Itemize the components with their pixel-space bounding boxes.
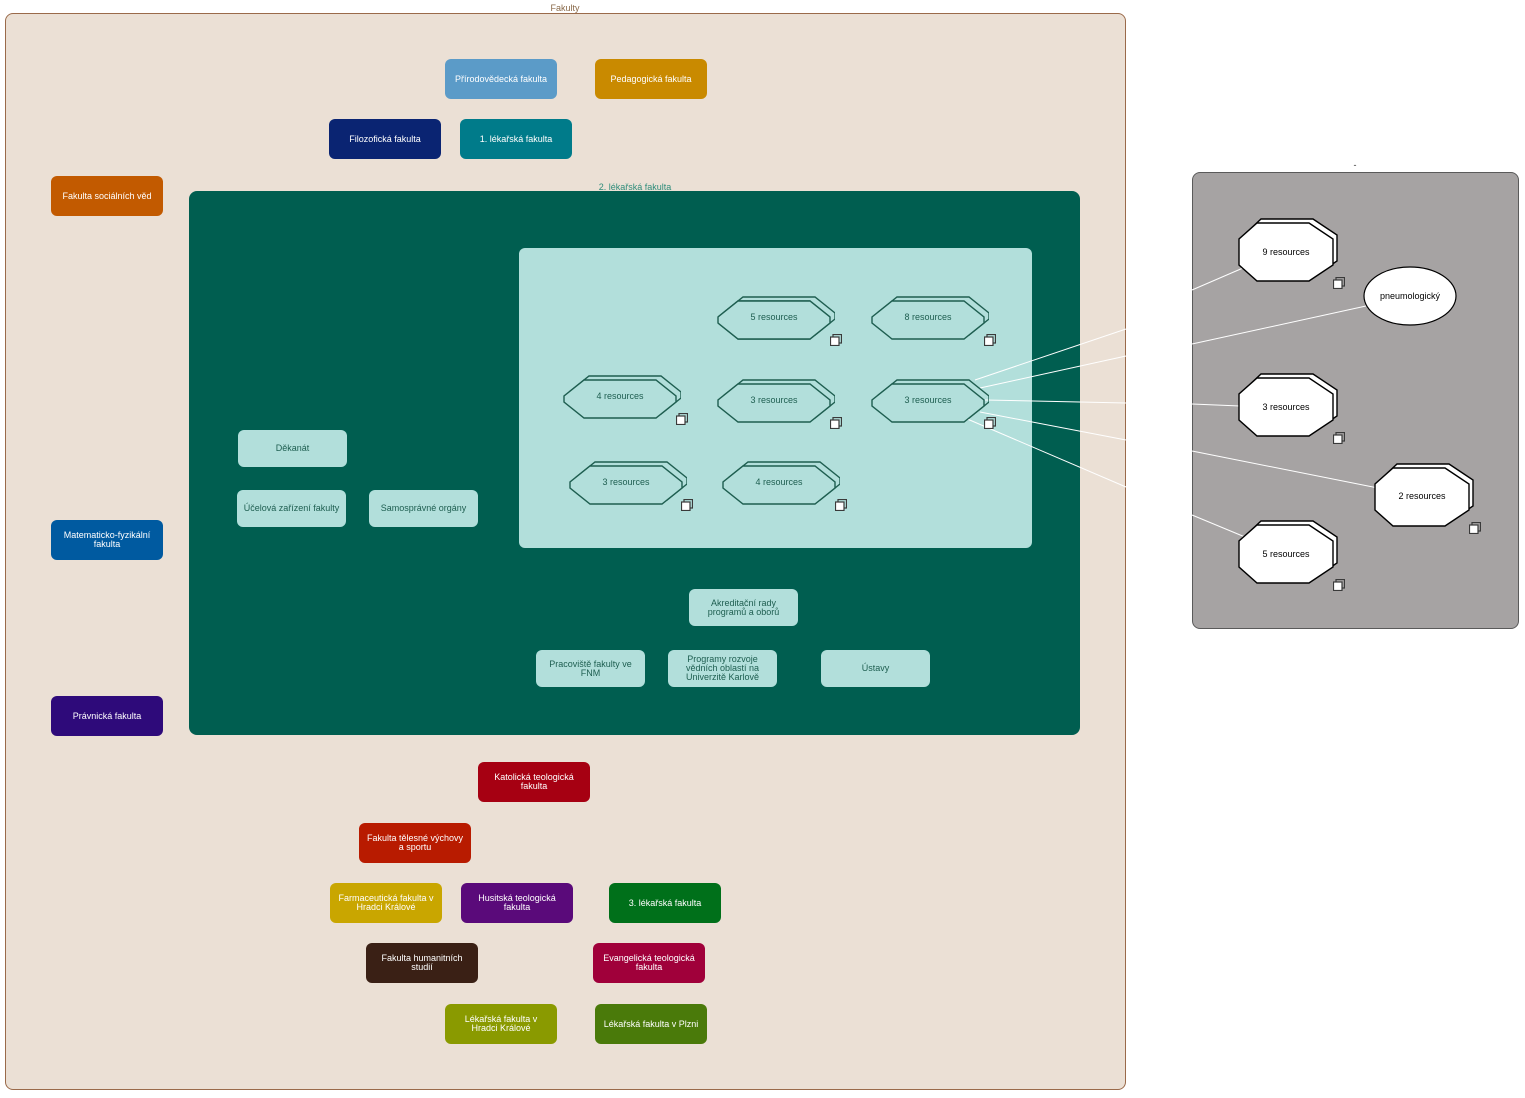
edge [1191, 305, 1367, 345]
edge [984, 399, 1127, 404]
resource-group-r3b[interactable]: 3 resources [871, 379, 996, 429]
resource-label: 4 resources [755, 477, 803, 487]
resource-label: 3 resources [904, 395, 952, 405]
external-node-pneumologicky[interactable]: pneumologický [1363, 266, 1457, 326]
faculty-lfhk[interactable]: Lékařská fakulta v Hradci Králové [445, 1004, 557, 1044]
faculty-lfp[interactable]: Lékařská fakulta v Plzni [595, 1004, 707, 1044]
faculties-group-label: Fakulty [550, 3, 580, 13]
node-dekanat[interactable]: Děkanát [238, 430, 347, 467]
faculty-lf1[interactable]: 1. lékařská fakulta [460, 119, 572, 159]
faculty-etf[interactable]: Evangelická teologická fakulta [593, 943, 705, 983]
resource-label: 3 resources [750, 395, 798, 405]
faculty-filozoficka[interactable]: Filozofická fakulta [329, 119, 441, 159]
copy-icon [1333, 432, 1345, 444]
external-group-label: - [1353, 160, 1357, 170]
edges [964, 267, 1379, 538]
resource-group-r8[interactable]: 8 resources [871, 296, 996, 346]
edge [1191, 267, 1244, 291]
node-samospravne-organy[interactable]: Samosprávné orgány [369, 490, 478, 527]
copy-icon [984, 334, 996, 346]
lf2-group-label: 2. lékařská fakulta [598, 182, 672, 192]
copy-icon [835, 499, 847, 511]
copy-icon [676, 413, 688, 425]
resource-label: 3 resources [602, 477, 650, 487]
copy-icon [830, 417, 842, 429]
external-resource-rr9[interactable]: 9 resources [1238, 218, 1345, 289]
faculty-mff[interactable]: Matematicko-fyzikální fakulta [51, 520, 163, 560]
resource-label: 9 resources [1262, 247, 1310, 257]
node-programy-rozvoje[interactable]: Programy rozvoje vědních oblastí na Univ… [668, 650, 777, 687]
edge [974, 328, 1127, 381]
copy-icon [1333, 277, 1345, 289]
resource-label: 2 resources [1398, 491, 1446, 501]
faculty-fhs[interactable]: Fakulta humanitních studií [366, 943, 478, 983]
edge [979, 355, 1127, 389]
resource-group-r3a[interactable]: 3 resources [717, 379, 842, 429]
node-akreditacni-rady[interactable]: Akreditační rady programů a oborů [689, 589, 798, 626]
copy-icon [984, 417, 996, 429]
copy-icon [1469, 522, 1481, 534]
copy-icon [830, 334, 842, 346]
resource-label: 8 resources [904, 312, 952, 322]
node-ucelova-zarizeni[interactable]: Účelová zařízení fakulty [237, 490, 346, 527]
edge [1191, 514, 1246, 538]
resource-label: 5 resources [750, 312, 798, 322]
edge [1191, 403, 1241, 407]
node-ustavy[interactable]: Ústavy [821, 650, 930, 687]
faculty-ftvs[interactable]: Fakulta tělesné výchovy a sportu [359, 823, 471, 863]
node-label: pneumologický [1380, 291, 1441, 301]
faculty-pedagogicka[interactable]: Pedagogická fakulta [595, 59, 707, 99]
faculty-lf3[interactable]: 3. lékařská fakulta [609, 883, 721, 923]
faculty-pravnicka[interactable]: Právnická fakulta [51, 696, 163, 736]
copy-icon [1333, 579, 1345, 591]
resource-group-r3c[interactable]: 3 resources [569, 461, 693, 511]
faculty-prirodovedecka[interactable]: Přírodovědecká fakulta [445, 59, 557, 99]
resource-group-r4b[interactable]: 4 resources [722, 461, 847, 511]
faculty-fsv[interactable]: Fakulta sociálních věd [51, 176, 163, 216]
copy-icon [681, 499, 693, 511]
faculty-htf[interactable]: Husitská teologická fakulta [461, 883, 573, 923]
resource-group-r5[interactable]: 5 resources [717, 296, 842, 346]
resource-label: 4 resources [596, 391, 644, 401]
resource-label: 5 resources [1262, 549, 1310, 559]
resource-group-r4a[interactable]: 4 resources [563, 375, 688, 425]
faculty-faf[interactable]: Farmaceutická fakulta v Hradci Králové [330, 883, 442, 923]
edge [964, 417, 1127, 488]
faculty-ktf[interactable]: Katolická teologická fakulta [478, 762, 590, 802]
node-pracoviste-fnm[interactable]: Pracoviště fakulty ve FNM [536, 650, 645, 687]
edge [1191, 450, 1379, 489]
external-resource-rr5[interactable]: 5 resources [1238, 520, 1345, 591]
edge [979, 411, 1127, 441]
external-resource-rr2[interactable]: 2 resources [1374, 463, 1481, 534]
resource-label: 3 resources [1262, 402, 1310, 412]
external-resource-rr3[interactable]: 3 resources [1238, 373, 1345, 444]
